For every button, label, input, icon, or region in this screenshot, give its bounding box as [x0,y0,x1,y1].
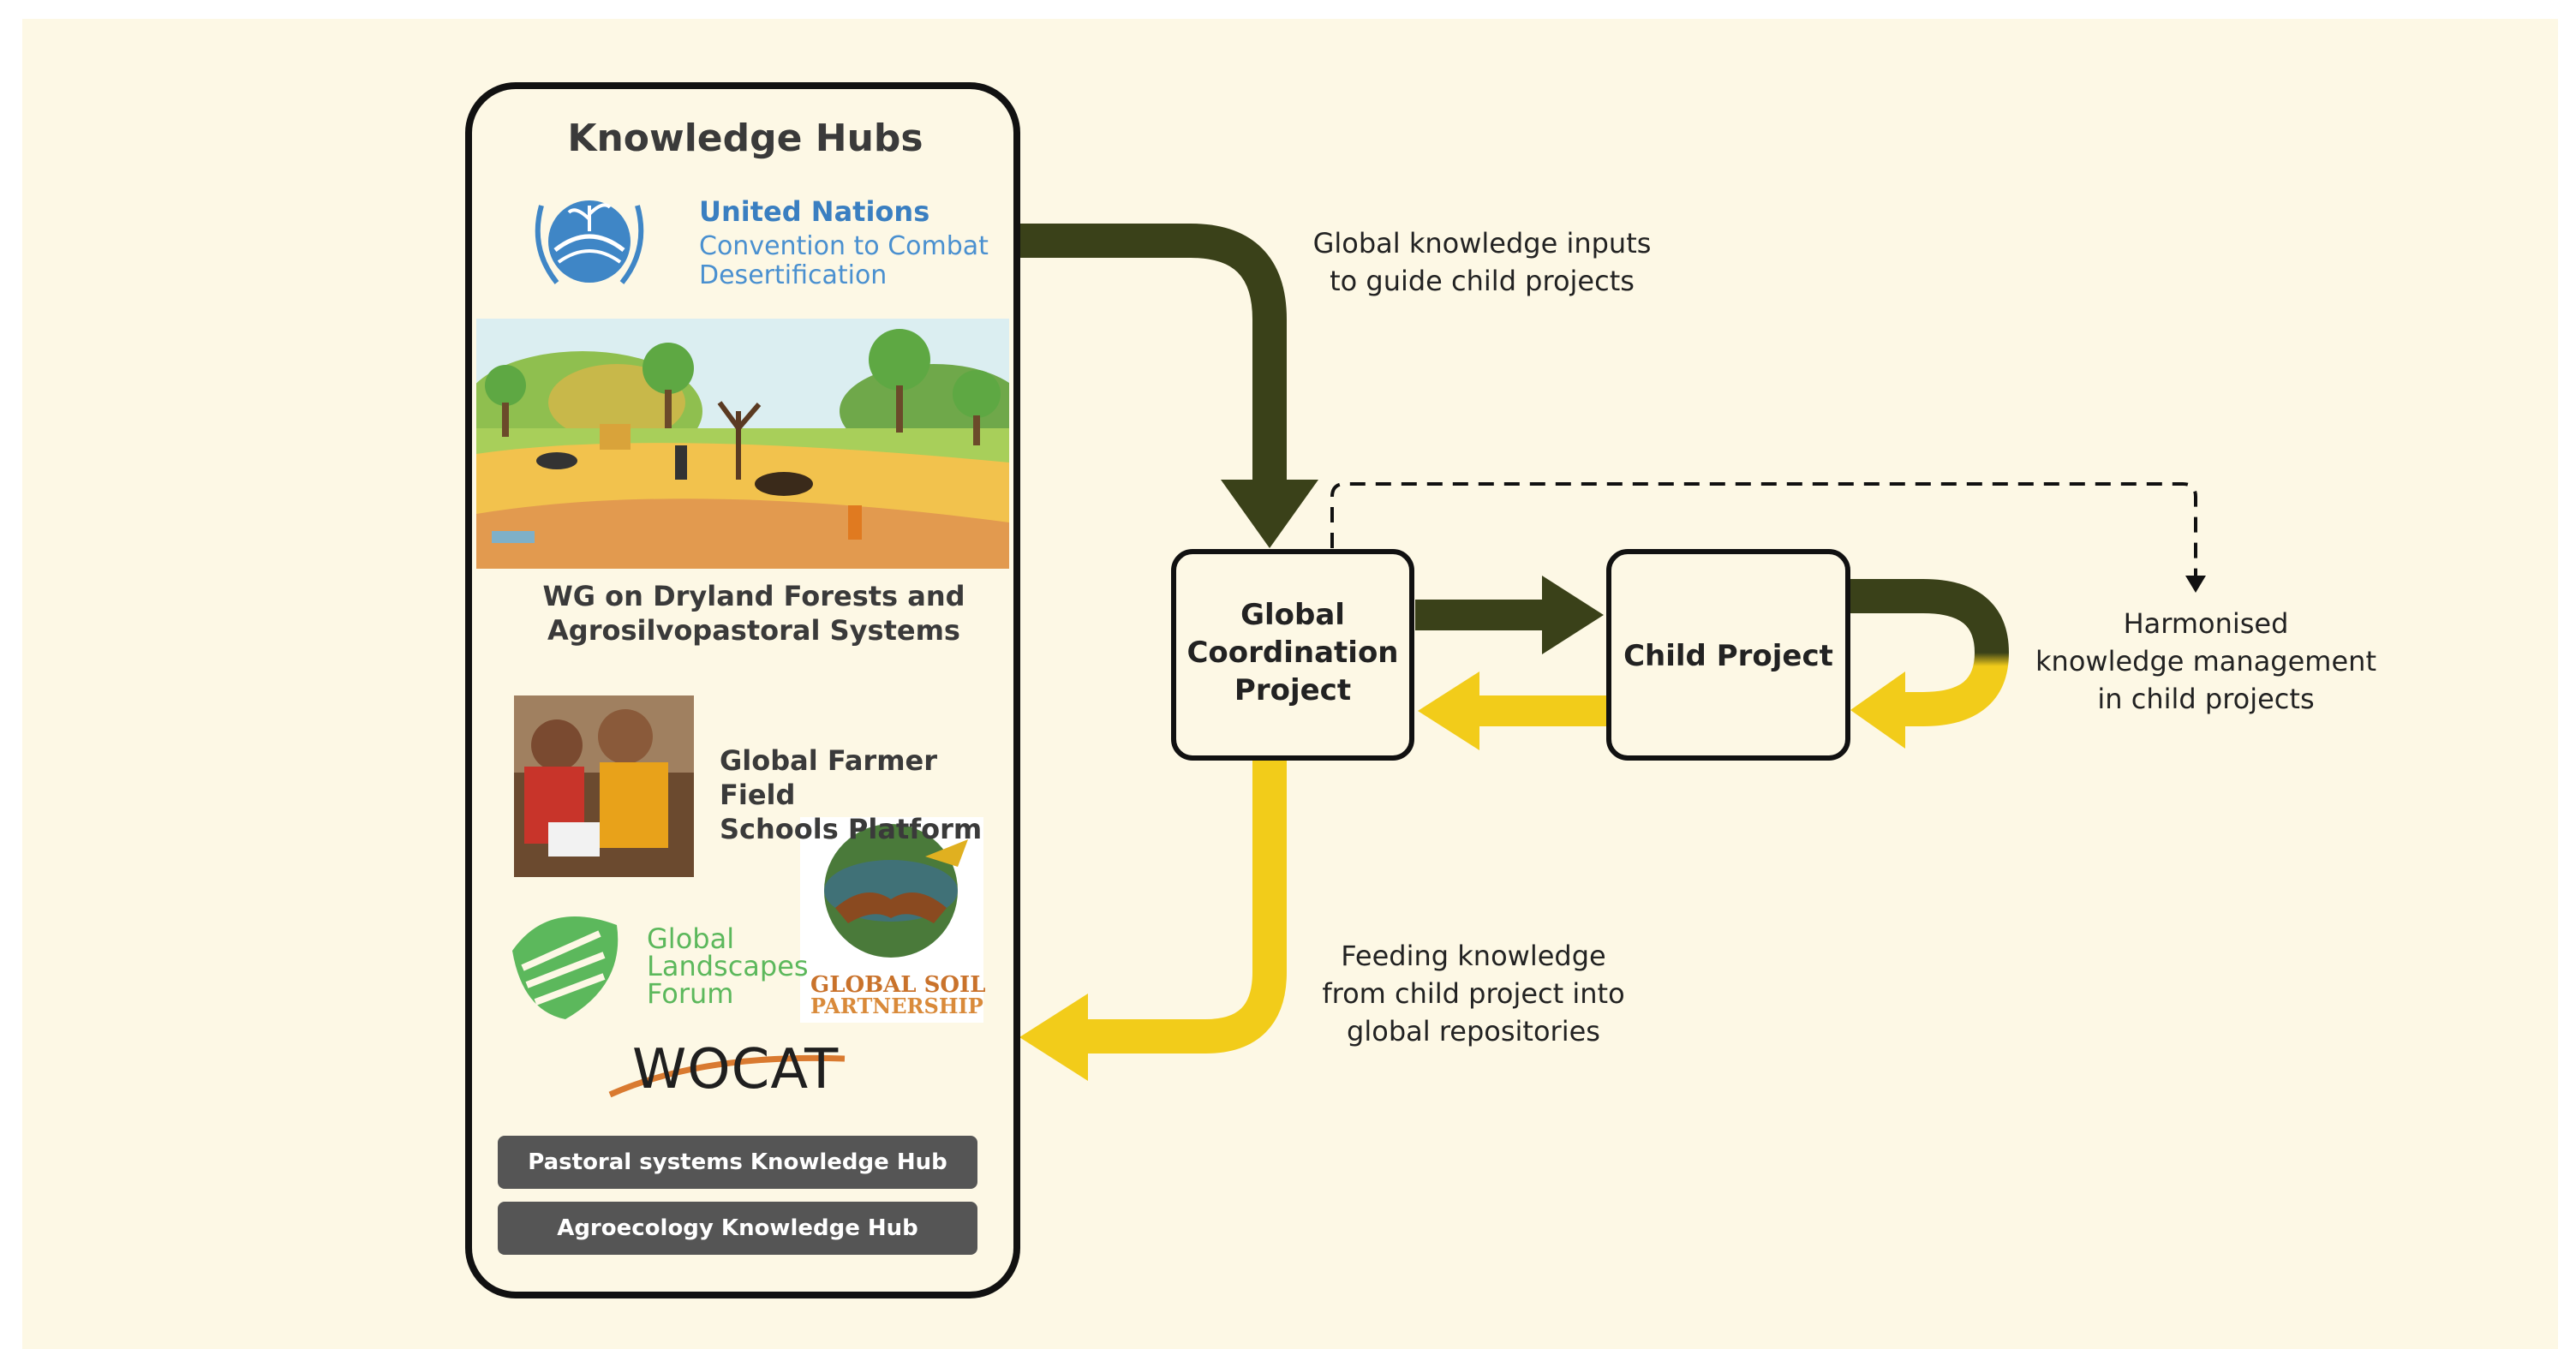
gsp-line1: GLOBAL SOIL [810,972,986,998]
child-project-label: Child Project [1623,639,1833,673]
harmonised-arrowhead [2185,576,2206,593]
child-self-loop [1850,579,2010,726]
global-landscapes-forum-logo-icon [512,916,619,1019]
global-inputs-arrow [1019,224,1287,484]
child-self-loop-arrowhead [1850,672,1905,749]
pastoral-hub-pill: Pastoral systems Knowledge Hub [498,1136,977,1189]
glf-line3: Forum [647,977,734,1010]
feeding-arrow [1084,761,1287,1054]
glf-label: Global Landscapes Forum [647,925,809,1007]
child-project-box-shape [1606,549,1850,761]
feeding-line1: Feeding knowledge [1341,940,1606,972]
knowledge-hubs-title: Knowledge Hubs [567,116,923,160]
global-inputs-arrowhead [1221,480,1318,548]
wocat-swoosh [608,1054,846,1098]
ffs-label: Global Farmer Field Schools Platform [720,743,1011,846]
global-inputs-line1: Global knowledge inputs [1312,227,1652,260]
child-to-gcp-arrowhead [1418,672,1479,750]
gsp-line2: PARTNERSHIP [810,994,983,1018]
global-soil-partnership-logo-icon [800,817,983,1023]
global-coordination-box-shape [1171,549,1414,761]
farmer-field-school-photo [514,695,694,877]
feeding-label: Feeding knowledge from child project int… [1285,937,1662,1050]
feeding-line3: global repositories [1347,1015,1600,1048]
wocat-logo-text: WOCAT [632,1038,840,1101]
harmonised-line1: Harmonised [2123,607,2289,640]
unccd-line3: Desertification [699,260,888,290]
agroecology-hub-pill: Agroecology Knowledge Hub [498,1202,977,1255]
feeding-line2: from child project into [1322,977,1625,1010]
feeding-arrowhead [1019,994,1088,1081]
harmonised-line3: in child projects [2097,683,2315,715]
wg-label: WG on Dryland Forests and Agrosilvopasto… [497,579,1011,648]
unccd-line2: Convention to Combat [699,231,989,261]
global-inputs-line2: to guide child projects [1330,265,1635,297]
ffs-line2: Schools Platform [720,813,983,845]
glf-line2: Landscapes [647,950,809,982]
global-coordination-label: Global Coordination Project [1179,596,1407,709]
harmonised-label: Harmonised knowledge management in child… [2005,605,2407,718]
wg-line1: WG on Dryland Forests and [542,580,965,612]
gcp-line2: Coordination [1186,636,1399,670]
harmonised-line2: knowledge management [2035,645,2376,677]
unccd-logo-icon [535,200,644,284]
ffs-line1: Global Farmer Field [720,744,938,811]
wg-line2: Agrosilvopastoral Systems [547,614,960,647]
global-inputs-label: Global knowledge inputs to guide child p… [1276,224,1688,300]
dryland-landscape-image [476,319,1009,569]
unccd-name: United Nations [699,195,930,228]
gcp-to-child-arrowhead [1542,576,1604,654]
glf-line1: Global [647,922,735,955]
gcp-line1: Global [1240,598,1345,632]
child-to-gcp-arrow [1478,695,1606,726]
harmonised-dashed-arrow [1330,482,2197,578]
gcp-to-child-arrow [1415,600,1544,630]
gcp-line3: Project [1234,673,1352,707]
